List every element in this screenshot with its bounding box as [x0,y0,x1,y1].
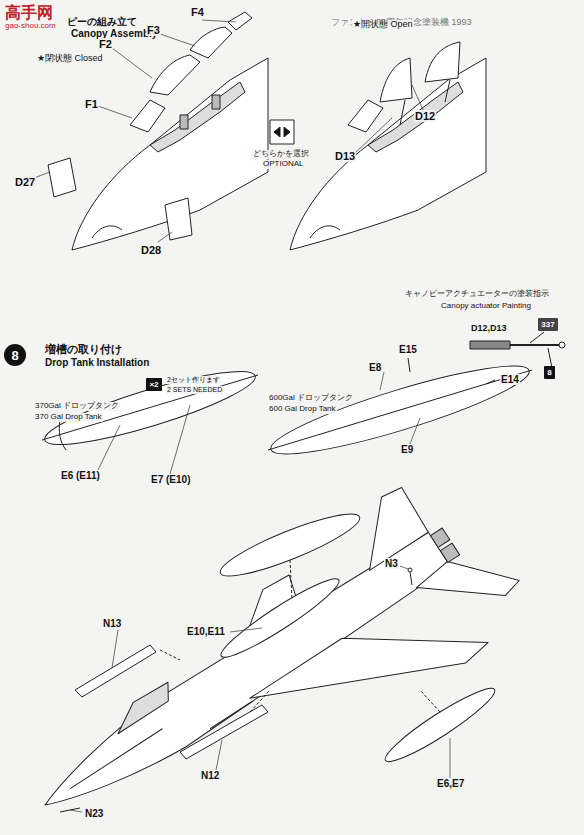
quantity-badge: ×2 [146,378,162,391]
paint-code-box: 337 [538,318,558,331]
part-label: Drop Tank Installation [44,357,150,368]
part-label: D28 [140,244,162,256]
part-label: ピーの組み立て [66,16,138,27]
part-label: 2セット作ります [166,376,221,384]
part-label: N23 [84,808,104,819]
part-label: E6 (E11) [60,470,101,481]
part-label: ★開状態 Open [352,20,414,30]
part-label: F4 [190,6,205,18]
part-label: N12 [200,770,220,781]
part-label: D12,D13 [470,324,508,334]
part-label: 600 Gal Drop Tank [268,405,337,414]
part-label: E14 [500,374,520,385]
node-text: ×2 [149,381,158,389]
part-label: D13 [334,150,356,162]
step-number: 8 [4,344,26,366]
part-label: F3 [146,24,161,36]
part-label: D27 [14,176,36,188]
part-label: E9 [400,444,414,455]
part-label: E6,E7 [436,778,465,789]
part-label: OPTIONAL [262,160,304,169]
paint-code-box: 8 [544,366,555,379]
part-label: E8 [368,362,382,373]
part-label: F2 [98,38,113,50]
part-label: D12 [414,110,436,122]
part-label: 600Gal ドロップタンク [268,394,354,403]
watermark: 高手网 [4,4,54,22]
part-label: ★閉状態 Closed [36,54,104,64]
part-label: 370Gal ドロップタンク [34,402,120,411]
part-label: F1 [84,98,99,110]
part-label: E15 [398,344,418,355]
part-label: E7 (E10) [150,474,191,485]
node-text: 8 [547,369,551,377]
part-label: どちらかを選択 [252,150,310,159]
part-label: E10,E11 [186,626,226,637]
node-text: 337 [541,321,554,329]
part-label: 2 SETS NEEDED [166,386,223,394]
part-label: N3 [384,558,399,569]
watermark: gao-shou.com [4,22,57,31]
part-label: N13 [102,618,122,629]
part-label: キャノピーアクチュエーターの塗装指示 [404,290,550,299]
part-label: 370 Gal Drop Tank [34,413,103,422]
part-label: Canopy actuator Painting [440,302,532,311]
node-text: 8 [11,349,18,362]
part-label: 増槽の取り付け [44,343,123,355]
